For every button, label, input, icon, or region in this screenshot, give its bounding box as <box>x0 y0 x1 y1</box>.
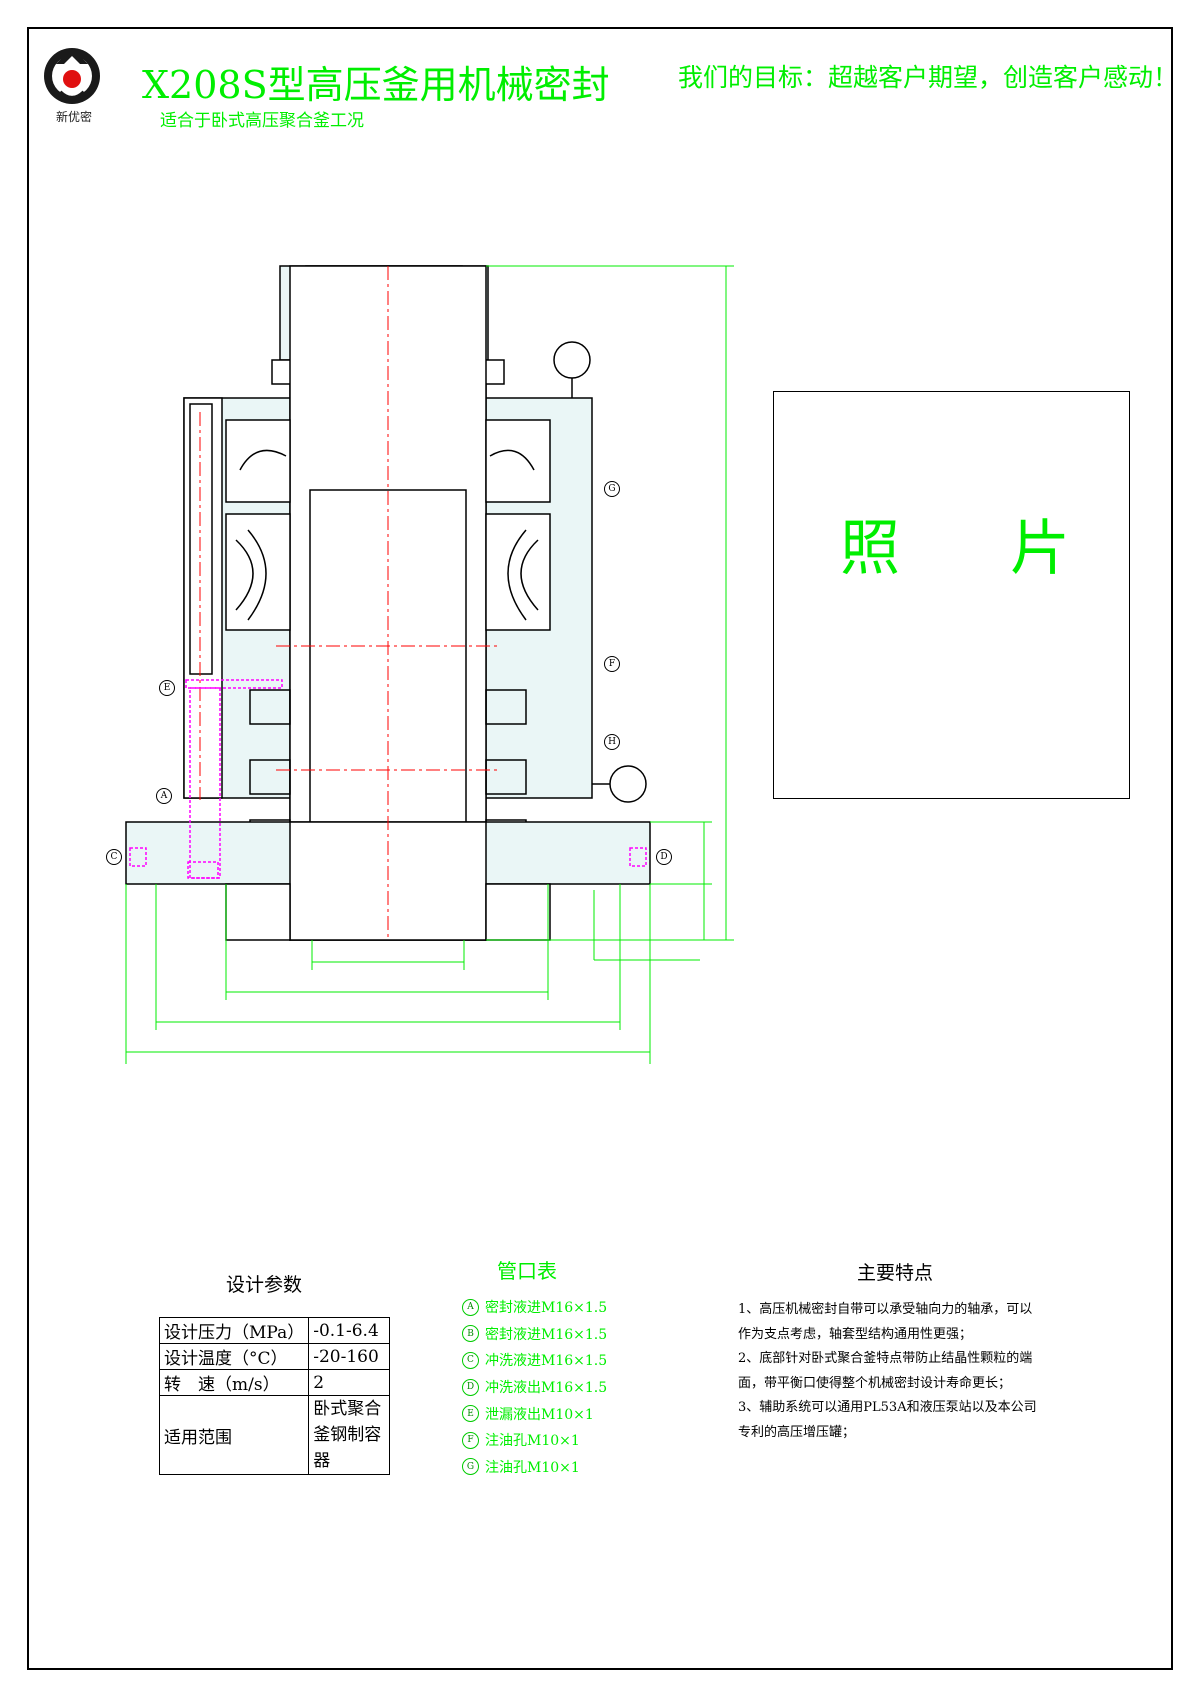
list-item: A 密封液进M16×1.5 <box>462 1294 607 1321</box>
design-params-table: 设计压力（MPa） -0.1-6.4 设计温度（°C） -20-160 转 速（… <box>158 1317 391 1475</box>
logo-caption: 新优密 <box>56 110 93 124</box>
photo-label-char-2: 片 <box>1010 514 1070 584</box>
param-key: 转 速（m/s） <box>158 1369 310 1396</box>
drawing-mark-a: A <box>156 788 172 804</box>
param-key: 设计温度（°C） <box>158 1343 310 1370</box>
list-item: E 泄漏液出M10×1 <box>462 1400 607 1427</box>
port-mark: B <box>462 1325 479 1343</box>
page-title: X208S型高压釜用机械密封 <box>142 63 610 107</box>
list-item: C 冲洗液进M16×1.5 <box>462 1347 607 1374</box>
port-mark: E <box>462 1405 479 1423</box>
dimension-lines <box>125 265 734 1064</box>
photo-placeholder <box>773 391 1130 799</box>
param-key: 适用范围 <box>158 1395 310 1475</box>
flush-lines <box>129 679 647 879</box>
port-mark: C <box>462 1351 479 1369</box>
port-mark: G <box>462 1458 479 1476</box>
port-label: 泄漏液出M10×1 <box>485 1406 594 1423</box>
param-key: 设计压力（MPa） <box>158 1317 310 1344</box>
company-slogan: 我们的目标：超越客户期望，创造客户感动！ <box>678 63 1179 92</box>
port-label: 冲洗液进M16×1.5 <box>485 1353 608 1370</box>
drawing-mark-g: G <box>604 481 620 497</box>
feature-item: 1、高压机械密封自带可以承受轴向力的轴承，可以作为支点考虑，轴套型结构通用性更强… <box>738 1302 1033 1342</box>
drawing-mark-f: F <box>604 656 620 672</box>
center-lines <box>199 266 500 940</box>
port-label: 冲洗液出M16×1.5 <box>485 1380 608 1397</box>
photo-label-char-1: 照 <box>840 514 900 584</box>
drawing-mark-h: H <box>604 734 620 750</box>
param-value: 卧式聚合釜钢制容器 <box>308 1395 391 1475</box>
table-row: 设计压力（MPa） -0.1-6.4 <box>158 1317 391 1344</box>
features-list: 1、高压机械密封自带可以承受轴向力的轴承，可以作为支点考虑，轴套型结构通用性更强… <box>738 1298 1038 1446</box>
drawing-mark-e: E <box>159 680 175 696</box>
drawing-mark-d: D <box>656 849 672 865</box>
feature-item: 2、底部针对卧式聚合釜特点带防止结晶性颗粒的端面，带平衡口使得整个机械密封设计寿… <box>738 1351 1033 1391</box>
design-params-title: 设计参数 <box>226 1274 303 1296</box>
port-label: 注油孔M10×1 <box>485 1459 580 1476</box>
param-value: -0.1-6.4 <box>308 1317 391 1344</box>
port-mark: F <box>462 1431 479 1449</box>
company-logo <box>44 48 100 104</box>
port-mark: A <box>462 1298 479 1316</box>
table-row: 设计温度（°C） -20-160 <box>158 1343 391 1370</box>
table-row: 转 速（m/s） 2 <box>158 1369 391 1396</box>
param-value: 2 <box>308 1369 391 1396</box>
list-item: F 注油孔M10×1 <box>462 1427 607 1454</box>
port-label: 注油孔M10×1 <box>485 1433 580 1450</box>
param-value: -20-160 <box>308 1343 391 1370</box>
features-title: 主要特点 <box>857 1262 934 1284</box>
page-subtitle: 适合于卧式高压聚合釜工况 <box>160 111 364 131</box>
feature-item: 3、辅助系统可以通用PL53A和液压泵站以及本公司专利的高压增压罐； <box>738 1400 1037 1440</box>
ports-list: A 密封液进M16×1.5 B 密封液进M16×1.5 C 冲洗液进M16×1.5 D… <box>462 1294 607 1480</box>
port-label: 密封液进M16×1.5 <box>485 1300 608 1317</box>
drawing-mark-c: C <box>106 849 122 865</box>
list-item: B 密封液进M16×1.5 <box>462 1321 607 1348</box>
table-row: 适用范围 卧式聚合釜钢制容器 <box>158 1395 391 1475</box>
ports-title: 管口表 <box>497 1259 557 1283</box>
list-item: D 冲洗液出M16×1.5 <box>462 1374 607 1401</box>
port-label: 密封液进M16×1.5 <box>485 1326 608 1343</box>
list-item: G 注油孔M10×1 <box>462 1454 607 1481</box>
port-mark: D <box>462 1378 479 1396</box>
